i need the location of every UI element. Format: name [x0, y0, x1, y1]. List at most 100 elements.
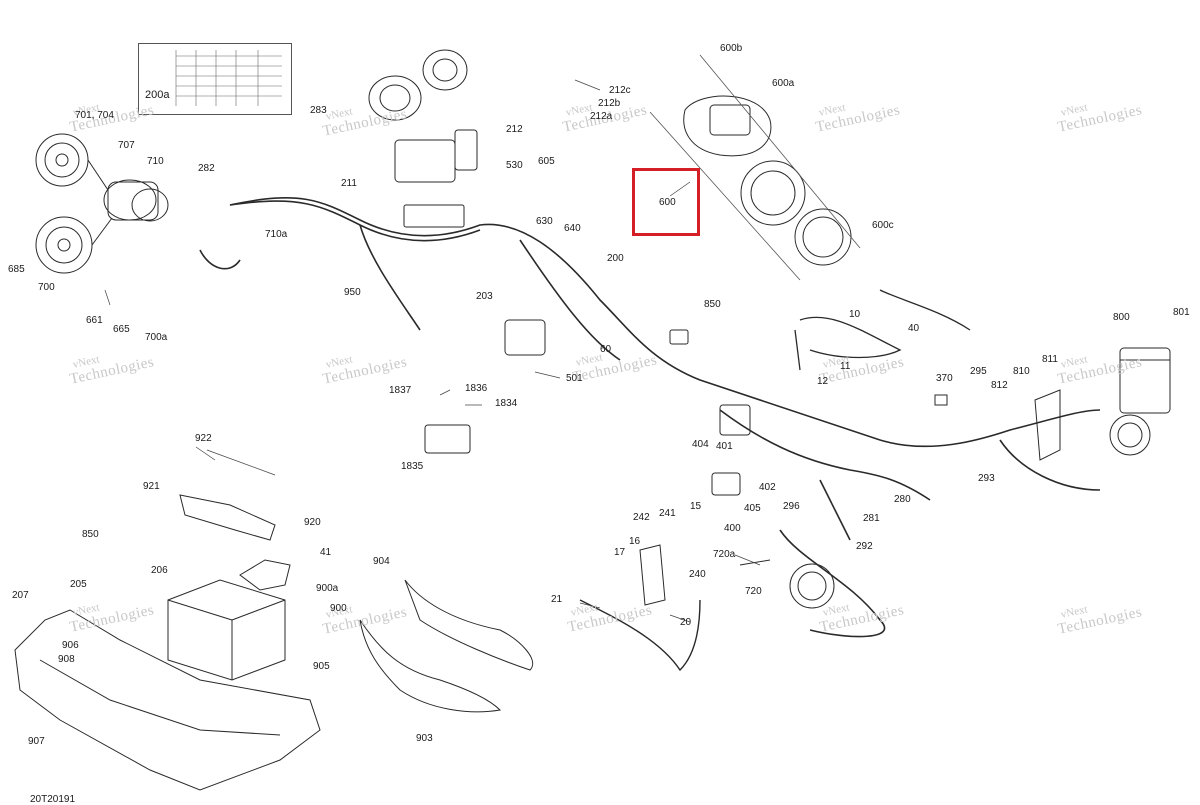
part-label[interactable]: 905	[313, 661, 330, 672]
part-label[interactable]: 950	[344, 287, 361, 298]
starter-motor-group	[35, 133, 169, 274]
part-label[interactable]: 900	[330, 603, 347, 614]
part-label[interactable]: 685	[8, 264, 25, 275]
part-label[interactable]: 700a	[145, 332, 168, 343]
part-label[interactable]: 812	[991, 380, 1008, 391]
part-label[interactable]: 203	[476, 291, 493, 302]
inset-table-lines	[175, 50, 282, 106]
part-label[interactable]: 404	[692, 439, 709, 450]
part-label[interactable]: 281	[863, 513, 880, 524]
part-label[interactable]: 908	[58, 654, 75, 665]
part-label[interactable]: 665	[113, 324, 130, 335]
highlight-box-600	[632, 168, 700, 236]
part-label[interactable]: 600b	[720, 43, 743, 54]
part-label[interactable]: 501	[566, 373, 583, 384]
part-label[interactable]: 295	[970, 366, 987, 377]
battery-and-tray	[14, 494, 321, 791]
part-label[interactable]: 212c	[609, 85, 631, 96]
part-label[interactable]: 630	[536, 216, 553, 227]
part-label[interactable]: 212b	[598, 98, 621, 109]
inset-reference-box	[138, 43, 292, 115]
part-label[interactable]: 41	[320, 547, 332, 558]
part-label[interactable]: 400	[724, 523, 741, 534]
headlight-720	[739, 559, 835, 609]
part-label[interactable]: 904	[373, 556, 390, 567]
part-label[interactable]: 906	[62, 640, 79, 651]
part-label[interactable]: 903	[416, 733, 433, 744]
part-label[interactable]: 293	[978, 473, 995, 484]
part-label[interactable]: 1837	[389, 385, 412, 396]
part-label[interactable]: 241	[659, 508, 676, 519]
engine-connector-group	[368, 49, 478, 228]
part-label[interactable]: 280	[894, 494, 911, 505]
part-label[interactable]: 661	[86, 315, 103, 326]
part-label[interactable]: 801	[1173, 307, 1190, 318]
bracket-and-cable	[579, 544, 701, 672]
part-label[interactable]: 370	[936, 373, 953, 384]
leader-lines	[104, 79, 761, 623]
part-label[interactable]: 1835	[401, 461, 424, 472]
inset-label[interactable]: 200a	[145, 89, 170, 101]
part-label[interactable]: 17	[614, 547, 626, 558]
part-label[interactable]: 240	[689, 569, 706, 580]
part-label[interactable]: 900a	[316, 583, 339, 594]
part-label[interactable]: 20	[680, 617, 692, 628]
part-label[interactable]: 921	[143, 481, 160, 492]
part-label[interactable]: 710a	[265, 229, 288, 240]
part-label[interactable]: 15	[690, 501, 702, 512]
cover-panels	[359, 579, 534, 713]
part-label[interactable]: 10	[849, 309, 861, 320]
part-label[interactable]: 12	[817, 376, 829, 387]
part-label[interactable]: 401	[716, 441, 733, 452]
part-label[interactable]: 296	[783, 501, 800, 512]
part-label[interactable]: 700	[38, 282, 55, 293]
part-label[interactable]: 720	[745, 586, 762, 597]
document-number: 20T20191	[30, 794, 76, 805]
part-label[interactable]: 811	[1042, 354, 1058, 365]
part-label[interactable]: 40	[908, 323, 920, 334]
part-label[interactable]: 212	[506, 124, 523, 135]
part-label[interactable]: 605	[538, 156, 555, 167]
part-label[interactable]: 282	[198, 163, 215, 174]
part-label[interactable]: 16	[629, 536, 641, 547]
part-label[interactable]: 922	[195, 433, 212, 444]
part-label[interactable]: 710	[147, 156, 164, 167]
part-label[interactable]: 600a	[772, 78, 795, 89]
part-label[interactable]: 800	[1113, 312, 1130, 323]
part-label[interactable]: 600	[659, 197, 676, 208]
part-label[interactable]: 212a	[590, 111, 613, 122]
part-label[interactable]: 206	[151, 565, 168, 576]
part-label[interactable]: 21	[551, 594, 563, 605]
harness-10-40	[794, 289, 971, 371]
display-group	[649, 54, 861, 281]
part-label[interactable]: 907	[28, 736, 45, 747]
part-label[interactable]: 530	[506, 160, 523, 171]
part-label[interactable]: 242	[633, 512, 650, 523]
part-label[interactable]: 200	[607, 253, 624, 264]
part-label[interactable]: 850	[82, 529, 99, 540]
part-label[interactable]: 211	[341, 178, 357, 189]
part-label[interactable]: 292	[856, 541, 873, 552]
part-label[interactable]: 283	[310, 105, 327, 116]
part-label[interactable]: 920	[304, 517, 321, 528]
part-label[interactable]: 810	[1013, 366, 1030, 377]
part-label[interactable]: 701, 704	[75, 110, 114, 121]
part-label[interactable]: 600c	[872, 220, 894, 231]
part-label[interactable]: 207	[12, 590, 29, 601]
part-label[interactable]: 1836	[465, 383, 488, 394]
part-label[interactable]: 850	[704, 299, 721, 310]
mid-parts	[424, 319, 948, 496]
part-label[interactable]: 11	[840, 361, 851, 372]
part-label[interactable]: 205	[70, 579, 87, 590]
part-label[interactable]: 60	[600, 344, 612, 355]
part-label[interactable]: 720a	[713, 549, 736, 560]
main-harness	[199, 196, 1101, 638]
part-label[interactable]: 402	[759, 482, 776, 493]
part-label[interactable]: 640	[564, 223, 581, 234]
part-label[interactable]: 405	[744, 503, 761, 514]
part-label[interactable]: 1834	[495, 398, 518, 409]
part-label[interactable]: 707	[118, 140, 135, 151]
control-module-800	[1034, 347, 1171, 461]
